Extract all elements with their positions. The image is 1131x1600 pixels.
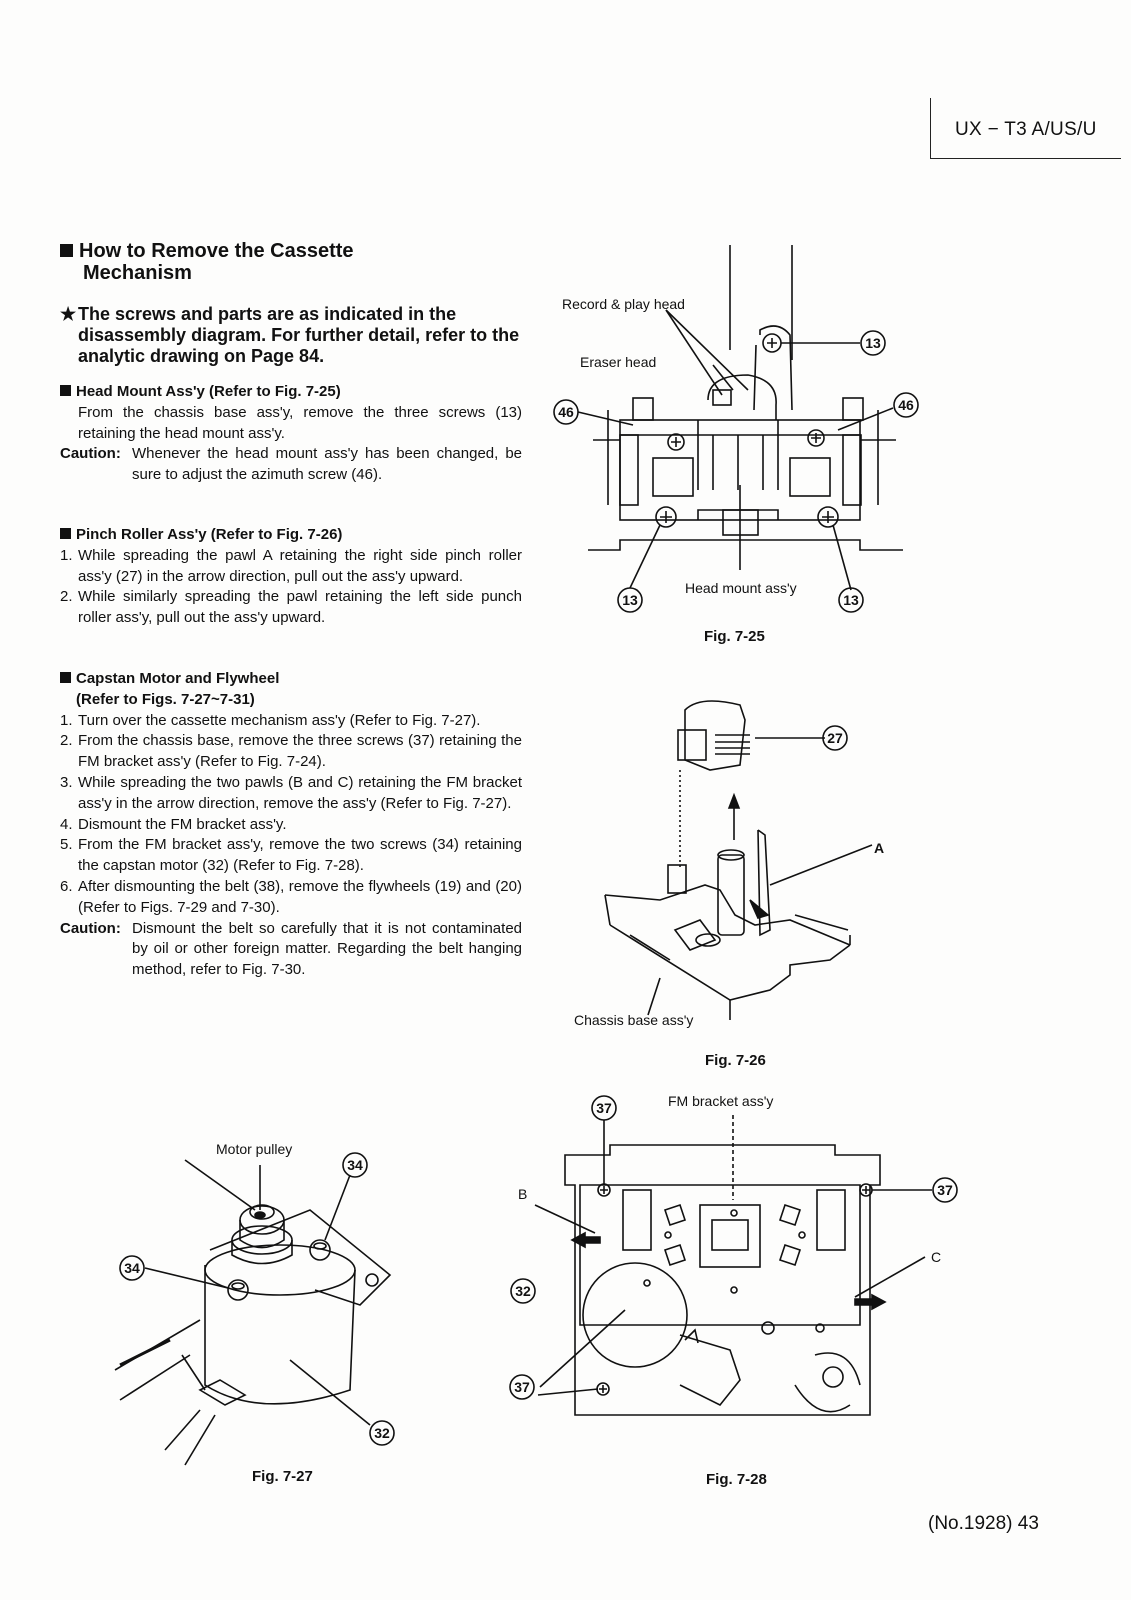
fig-7-25-caption: Fig. 7-25 [704, 628, 765, 645]
callout-37: 37 [514, 1379, 530, 1395]
fig-7-28-caption: Fig. 7-28 [706, 1471, 767, 1488]
capstan-section: Capstan Motor and Flywheel(Refer to Figs… [60, 669, 522, 981]
callout-32-fig-7-28: 32 [510, 1278, 536, 1304]
callout-13: 13 [865, 335, 881, 351]
header-frame [930, 98, 1121, 159]
intro-note: ★ The screws and parts are as indicated … [60, 304, 520, 367]
step-number: 4. [60, 815, 73, 833]
step-item: 4. Dismount the FM bracket ass'y. [60, 815, 522, 836]
callout-13: 13 [843, 592, 859, 608]
label-pawl-a: A [874, 840, 885, 856]
fig-7-26-caption: Fig. 7-26 [705, 1052, 766, 1069]
callout-32: 32 [374, 1425, 390, 1441]
caution-text: Dismount the belt so carefully that it i… [132, 919, 522, 979]
head-mount-section: Head Mount Ass'y (Refer to Fig. 7-25) Fr… [60, 382, 522, 486]
bullet-square-icon [60, 244, 73, 257]
step-item: 1. Turn over the cassette mechanism ass'y… [60, 711, 522, 732]
label-record-play-head: Record & play head [562, 296, 685, 312]
step-number: 5. [60, 836, 73, 854]
label-eraser-head: Eraser head [580, 354, 657, 370]
model-code: UX − T3 A/US/U [955, 119, 1097, 140]
page-number: (No.1928) 43 [928, 1513, 1039, 1534]
step-item: 5. From the FM bracket ass'y, remove the … [60, 835, 522, 877]
step-item: 2. From the chassis base, remove the thre… [60, 731, 522, 773]
step-item: 1. While spreading the pawl A retaining t… [60, 546, 522, 588]
fig-7-27-caption: Fig. 7-27 [252, 1468, 313, 1485]
label-pawl-b: B [518, 1186, 528, 1202]
label-head-mount: Head mount ass'y [685, 580, 797, 596]
label-fm-bracket: FM bracket ass'y [668, 1093, 774, 1109]
step-text: After dismounting the belt (38), remove … [78, 877, 522, 916]
callout-46: 46 [558, 404, 574, 420]
bullet-square-icon [60, 528, 71, 539]
callout-34: 34 [124, 1260, 140, 1276]
svg-text:32: 32 [515, 1283, 531, 1299]
step-item: 3. While spreading the two pawls (B and C… [60, 773, 522, 815]
label-chassis-base: Chassis base ass'y [574, 1012, 694, 1028]
callout-37: 37 [596, 1100, 612, 1116]
callout-46: 46 [898, 397, 914, 413]
section-title-line2: Mechanism [83, 262, 192, 284]
step-number: 1. [60, 546, 73, 564]
step-number: 1. [60, 711, 73, 729]
section-title: How to Remove the Cassette Mechanism [60, 240, 440, 284]
callout-27: 27 [827, 730, 843, 746]
section-title-line1: How to Remove the Cassette [79, 240, 354, 262]
pinch-roller-section: Pinch Roller Ass'y (Refer to Fig. 7-26) … [60, 525, 522, 629]
pinch-roller-steps: 1. While spreading the pawl A retaining t… [60, 546, 522, 629]
callout-34: 34 [347, 1157, 363, 1173]
step-number: 2. [60, 588, 73, 606]
step-text: Dismount the FM bracket ass'y. [78, 815, 287, 833]
bullet-square-icon [60, 672, 71, 683]
step-number: 6. [60, 877, 73, 895]
bullet-square-icon [60, 385, 71, 396]
step-text: From the chassis base, remove the three … [78, 732, 522, 771]
step-text: While spreading the pawl A retaining the… [78, 546, 522, 585]
head-mount-heading: Head Mount Ass'y (Refer to Fig. 7-25) [60, 382, 522, 403]
head-mount-caution: Caution: Whenever the head mount ass'y h… [60, 444, 522, 486]
capstan-heading: Capstan Motor and Flywheel(Refer to Figs… [60, 669, 522, 711]
callout-37: 37 [937, 1182, 953, 1198]
step-number: 3. [60, 773, 73, 791]
capstan-steps: 1. Turn over the cassette mechanism ass'y… [60, 711, 522, 919]
capstan-caution: Caution: Dismount the belt so carefully … [60, 919, 522, 981]
step-text: While similarly spreading the pawl retai… [78, 588, 522, 627]
step-item: 6. After dismounting the belt (38), remov… [60, 877, 522, 919]
head-mount-body: From the chassis base ass'y, remove the … [78, 403, 522, 442]
pinch-roller-heading: Pinch Roller Ass'y (Refer to Fig. 7-26) [60, 525, 522, 546]
label-pawl-c: C [931, 1249, 942, 1265]
step-item: 2. While similarly spreading the pawl ret… [60, 587, 522, 629]
star-icon: ★ [60, 304, 77, 324]
intro-note-text: The screws and parts are as indicated in… [78, 304, 520, 366]
step-number: 2. [60, 732, 73, 750]
caution-label: Caution: [60, 445, 121, 463]
caution-text: Whenever the head mount ass'y has been c… [132, 445, 522, 484]
fig-7-27-drawing: 34 34 32 [114, 1152, 395, 1466]
callout-13: 13 [622, 592, 638, 608]
caution-label: Caution: [60, 919, 121, 937]
step-text: While spreading the two pawls (B and C) … [78, 773, 522, 812]
step-text: Turn over the cassette mechanism ass'y (… [78, 711, 481, 729]
step-text: From the FM bracket ass'y, remove the tw… [78, 836, 522, 875]
fig-7-28-drawing: 37 37 37 [509, 1095, 958, 1416]
fig-7-26-drawing: 27 [604, 700, 873, 1020]
label-motor-pulley: Motor pulley [216, 1141, 293, 1157]
fig-7-25-drawing: 13 46 46 13 13 [553, 245, 919, 613]
